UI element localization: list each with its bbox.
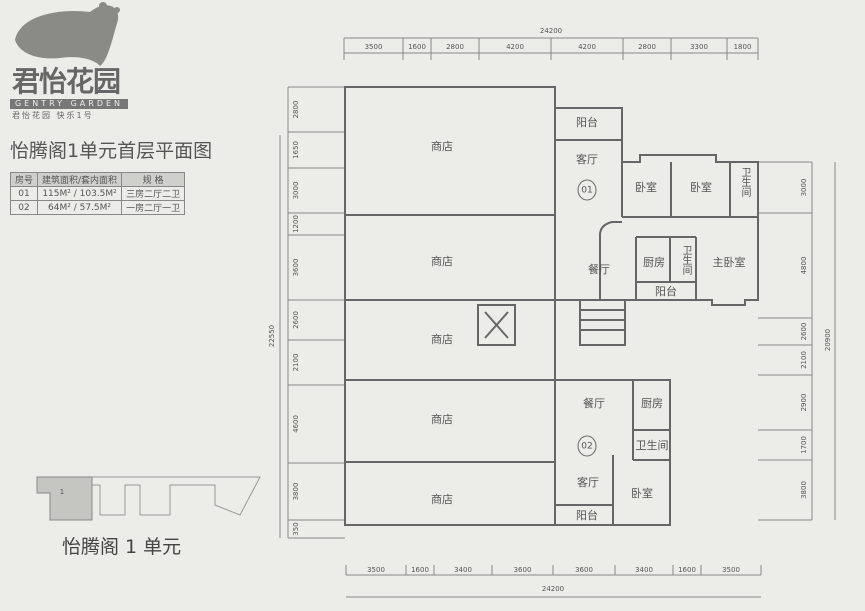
unit-area-table: 房号 建筑面积/套内面积 规 格 01 115M² / 103.5M² 三房二厅…: [9, 172, 186, 215]
dimension-label: 3300: [690, 43, 708, 51]
dimension-label: 4800: [800, 257, 808, 275]
dimension-label: 350: [292, 522, 300, 535]
shops-outline: [344, 86, 556, 526]
dimension-label: 2100: [800, 351, 808, 369]
logo-dot-icon: [114, 7, 120, 13]
table-header: 房号 建筑面积/套内面积 规 格: [9, 172, 186, 187]
room-bathroom: 卫生间: [636, 438, 669, 452]
unit-number: 01: [581, 186, 592, 196]
room-bedroom: 卧室: [635, 180, 657, 194]
dimension-label: 1200: [292, 215, 300, 233]
unit02-outline: [554, 379, 671, 526]
table-row: 02 64M² / 57.5M² 一房二厅一卫: [9, 200, 186, 215]
dimension-label: 1700: [800, 436, 808, 454]
key-plan: [36, 476, 261, 521]
cell: 64M² / 57.5M²: [37, 200, 123, 215]
logo-slogan: 君怡花园 快乐1号: [12, 111, 94, 120]
dimension-label: 2600: [800, 323, 808, 341]
room-dining: 餐厅: [588, 262, 610, 276]
dimension-label: 3500: [365, 43, 383, 51]
unit01-outline: [555, 107, 759, 306]
dimension-label: 1600: [411, 566, 429, 574]
unit-number: 02: [581, 442, 592, 452]
dimension-label: 3400: [454, 566, 472, 574]
stairs: [579, 299, 626, 346]
header-area: 建筑面积/套内面积: [37, 172, 123, 187]
dimension-label: 2600: [292, 311, 300, 329]
dimension-total: 24200: [540, 27, 562, 35]
shop-label: 商店: [431, 254, 453, 268]
logo-dot-icon: [99, 2, 107, 10]
header-type: 规 格: [121, 172, 186, 187]
logo-leaf-icon: [15, 5, 119, 66]
shop-label: 商店: [431, 412, 453, 426]
dimension-label: 2900: [800, 394, 808, 412]
dimension-label: 3500: [722, 566, 740, 574]
room-bathroom: 卫生间: [739, 167, 750, 197]
cell: 01: [9, 186, 39, 201]
dimension-total: 22550: [268, 325, 276, 347]
dimension-label: 3800: [292, 483, 300, 501]
elevator: [477, 304, 516, 346]
dimension-label: 3600: [514, 566, 532, 574]
dimension-label: 3500: [367, 566, 385, 574]
room-master-bedroom: 主卧室: [713, 255, 746, 269]
shop-label: 商店: [431, 332, 453, 346]
dimension-label: 1800: [734, 43, 752, 51]
dimension-label: 3600: [575, 566, 593, 574]
room-bedroom: 卧室: [690, 180, 712, 194]
dimension-lines: [279, 37, 836, 598]
dimension-total: 24200: [542, 585, 564, 593]
dimension-label: 3400: [635, 566, 653, 574]
dimension-label: 3000: [800, 179, 808, 197]
cell: 一房二厅一卫: [121, 200, 186, 215]
room-living: 客厅: [577, 475, 599, 489]
dimension-label: 1600: [408, 43, 426, 51]
key-plan-unit-marker: 1: [60, 488, 64, 496]
cell: 三房二厅二卫: [121, 186, 186, 201]
dimension-label: 2800: [292, 101, 300, 119]
dimension-label: 3800: [800, 481, 808, 499]
room-bathroom: 卫生间: [680, 245, 691, 275]
dimension-label: 4200: [506, 43, 524, 51]
dimension-label: 3000: [292, 182, 300, 200]
cell: 115M² / 103.5M²: [37, 186, 123, 201]
dimension-label: 4200: [578, 43, 596, 51]
logo-text: 君怡花园: [12, 65, 121, 98]
room-bedroom: 卧室: [631, 486, 653, 500]
shop-label: 商店: [431, 492, 453, 506]
dimension-label: 1600: [678, 566, 696, 574]
room-living: 客厅: [576, 152, 598, 166]
dimension-label: 2100: [292, 354, 300, 372]
room-kitchen: 厨房: [641, 397, 663, 410]
dimension-label: 2800: [638, 43, 656, 51]
dimension-label: 1650: [292, 141, 300, 159]
room-balcony: 阳台: [576, 115, 598, 129]
shop-label: 商店: [431, 139, 453, 153]
dimension-label: 2800: [446, 43, 464, 51]
logo-english: GENTRY GARDEN: [10, 99, 128, 109]
unit-number-circle: [577, 179, 597, 201]
cell: 02: [9, 200, 39, 215]
room-kitchen: 厨房: [643, 256, 665, 269]
room-balcony: 阳台: [576, 508, 598, 522]
unit-number-circle: [577, 435, 597, 457]
key-plan-caption: 怡腾阁 1 单元: [62, 536, 182, 558]
walls: [344, 86, 759, 526]
table-row: 01 115M² / 103.5M² 三房二厅二卫: [9, 186, 186, 201]
room-balcony: 阳台: [655, 284, 677, 298]
dimension-label: 3600: [292, 259, 300, 277]
header-unit: 房号: [9, 172, 39, 187]
dimension-total: 20900: [824, 329, 832, 351]
room-dining: 餐厅: [583, 396, 605, 410]
page-title: 怡腾阁1单元首层平面图: [10, 140, 213, 162]
dimension-label: 4600: [292, 415, 300, 433]
